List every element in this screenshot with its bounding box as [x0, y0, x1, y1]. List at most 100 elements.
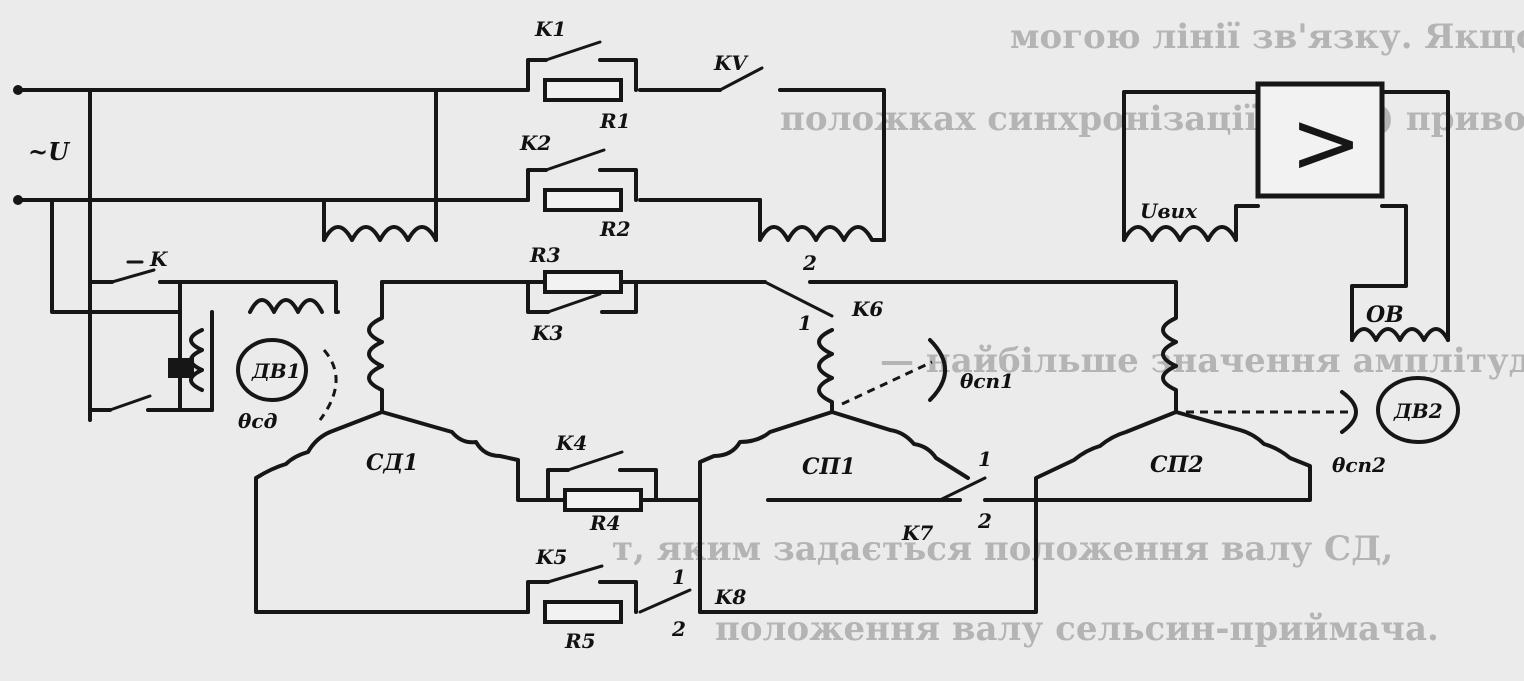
k5-label: K5 — [535, 545, 567, 569]
k4-contact — [566, 450, 624, 472]
k2-contact — [544, 148, 606, 172]
theta-sd-label: θсд — [238, 409, 278, 433]
amp-output-top — [1380, 90, 1450, 342]
sp1-shaft-link — [841, 360, 933, 406]
sp1-rotation-arc — [928, 338, 947, 402]
selsyn-sp1 — [698, 410, 1038, 614]
k4-bypass — [546, 468, 658, 502]
sp1-label: СП1 — [802, 454, 856, 480]
excitation-coil — [322, 225, 438, 242]
dv1-shaft-link — [318, 349, 338, 421]
k7-label: K7 — [901, 521, 933, 545]
k7-contact — [938, 476, 987, 502]
left-vertical-2 — [50, 198, 182, 314]
ov-winding — [1350, 327, 1450, 342]
supply-label: ~U — [28, 137, 71, 166]
k6-pos2: 2 — [802, 251, 817, 275]
k-button-right — [158, 280, 182, 412]
motor-dv2 — [1376, 376, 1460, 444]
kv-contact — [718, 66, 764, 92]
theta-sp1-label: θсп1 — [960, 369, 1014, 393]
amp-input-top — [1122, 90, 1260, 242]
r2-label: R2 — [599, 217, 631, 241]
dv2-label: ДВ2 — [1393, 399, 1443, 423]
k4-label: K4 — [555, 431, 587, 455]
r5-k5-group — [526, 564, 692, 624]
sd1-label: СД1 — [366, 450, 418, 476]
sp2-winding-c — [1034, 410, 1312, 502]
r2-k2-group — [526, 148, 886, 242]
sp1-winding-b — [698, 410, 834, 614]
k7-lead — [698, 498, 1038, 614]
sp2-label: СП2 — [1150, 452, 1204, 478]
bg-text-line-5: положення валу сельсин-приймача. — [715, 609, 1439, 649]
k-coil — [758, 198, 886, 242]
kv-right-lead — [778, 88, 886, 242]
kv-switch — [718, 66, 886, 242]
k3-bypass — [526, 280, 638, 314]
bg-text-line-4: т, яким задається положення валу СД, — [612, 529, 1393, 569]
k-button-label: K — [149, 247, 169, 271]
k8-pos1: 1 — [672, 565, 686, 589]
k8-label: K8 — [714, 585, 746, 609]
k7-pos2: 2 — [977, 509, 992, 533]
sd1-winding-b — [254, 410, 530, 614]
amplifier-group — [1122, 81, 1450, 342]
resistor-r4 — [563, 488, 643, 512]
u-out-label: Uвих — [1140, 199, 1198, 223]
sd1-winding-c — [380, 410, 567, 502]
selsyn-sd1 — [254, 410, 567, 614]
sp1-winding-a — [817, 328, 834, 414]
brake-block — [168, 358, 194, 378]
sp2-rotation-arc — [1340, 390, 1358, 434]
k5-bypass — [526, 580, 638, 614]
resistor-r5 — [543, 600, 623, 624]
r4-label: R4 — [589, 511, 621, 535]
r1-label: R1 — [599, 109, 631, 133]
bg-text-line-2: положках синхронізації СД (1) приводитьс… — [780, 99, 1524, 139]
r4-k4-group — [546, 450, 702, 512]
resistor-r2 — [543, 188, 623, 212]
r1-k1-group — [526, 40, 638, 102]
ov-label: ОВ — [1366, 302, 1404, 328]
k2-label: K2 — [519, 131, 551, 155]
k1-label: K1 — [534, 17, 566, 41]
dv1-label: ДВ1 — [251, 359, 301, 383]
amplifier-symbol: > — [1290, 93, 1362, 193]
sd1-winding-a — [367, 280, 384, 414]
k-button-contact — [110, 260, 156, 284]
k3-label: K3 — [531, 321, 563, 345]
k8-pos2: 2 — [671, 617, 686, 641]
sp1-winding-c — [830, 410, 970, 480]
selsyn-sp2 — [1034, 376, 1460, 502]
button-k-group — [88, 260, 340, 421]
r3-label: R3 — [529, 243, 561, 267]
k6-contact — [763, 280, 834, 318]
resistor-r3 — [543, 270, 623, 294]
sp2-winding-a — [808, 280, 1178, 414]
bg-text-line-3: — найбільше значення амплітуди напруги Е… — [880, 341, 1524, 381]
kv-label: KV — [713, 51, 749, 75]
r3-k3-group — [367, 270, 1178, 414]
k5-contact — [546, 564, 604, 584]
theta-sp2-label: θсп2 — [1332, 453, 1386, 477]
sp2-winding-b — [1034, 410, 1178, 502]
r5-label: R5 — [564, 629, 596, 653]
k6-pos1: 1 — [798, 311, 812, 335]
k2-bypass — [526, 168, 638, 202]
k-bottom-contact — [108, 394, 152, 412]
amplifier-box — [1255, 81, 1385, 199]
resistor-r1 — [543, 78, 623, 102]
k7-pos1: 1 — [978, 447, 992, 471]
bg-text-line-1: могою лінії зв'язку. Якщо підключити до … — [1010, 17, 1524, 57]
k3-contact — [546, 292, 602, 314]
k8-contact — [638, 588, 692, 614]
output-winding — [1122, 204, 1260, 242]
motor-dv1 — [236, 338, 308, 402]
dv1-field-coil — [248, 298, 324, 314]
supply-rails — [13, 85, 762, 422]
dv-feed — [178, 280, 340, 314]
amp-output-bottom — [1350, 204, 1408, 342]
